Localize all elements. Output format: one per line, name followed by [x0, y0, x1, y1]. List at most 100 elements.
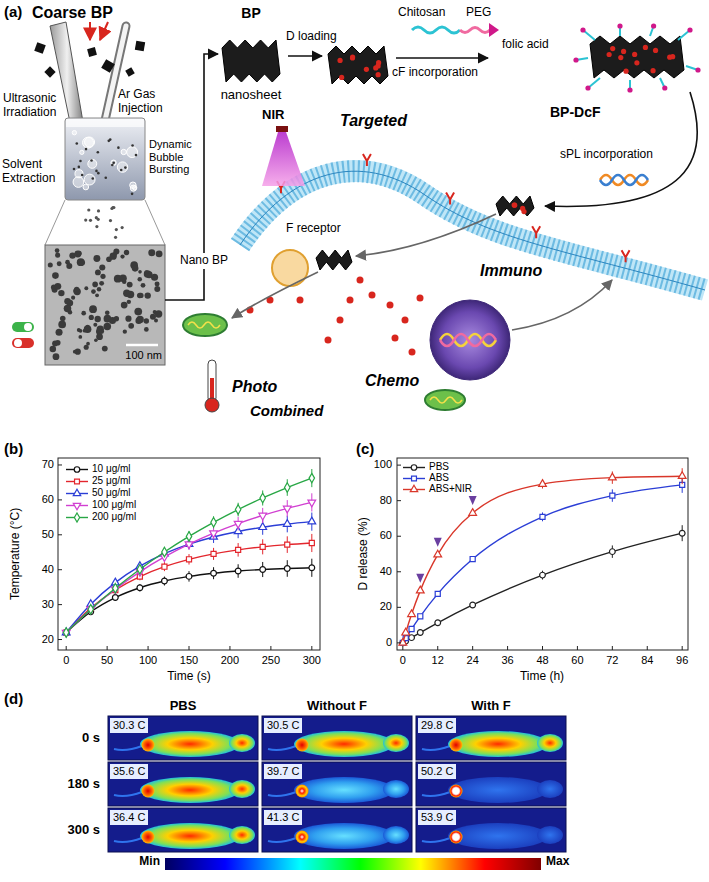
tem-particle: [144, 327, 149, 332]
data-line: [66, 502, 312, 632]
mechanism-label: Immuno: [480, 262, 542, 280]
nano-particle: [109, 138, 112, 141]
tick-mark: [270, 646, 271, 650]
nano-particle: [87, 208, 90, 211]
mouse-head: [383, 734, 409, 752]
mechanism-label: Combined: [250, 402, 323, 419]
tem-particle: [58, 321, 66, 329]
axis-tick: 300: [303, 654, 321, 667]
data-marker: [309, 565, 315, 571]
released-drug: [357, 277, 364, 284]
axis-tick: 84: [641, 654, 653, 667]
legend-marker: [74, 467, 80, 473]
data-marker: [679, 530, 685, 536]
mouse-head: [383, 780, 409, 798]
folate-end: [573, 57, 578, 62]
axis-title: Time (s): [167, 670, 211, 684]
tem-particle: [53, 353, 60, 360]
tumor-spot: [296, 831, 309, 844]
data-marker: [409, 626, 414, 631]
red-arrow: [89, 22, 91, 40]
tem-particle: [68, 310, 72, 314]
tem-particle: [124, 250, 129, 255]
drug-dot: [643, 45, 648, 50]
drug-dot: [350, 54, 355, 59]
temperature-readout: 53.9 C: [418, 810, 456, 825]
nano-particle: [109, 219, 112, 222]
scale-label: Max: [546, 855, 569, 869]
mouse-tail: [422, 746, 450, 750]
step-arrow: [288, 55, 322, 57]
tem-particle: [80, 260, 85, 265]
drug-dot: [623, 69, 628, 74]
data-marker: [211, 518, 216, 527]
data-marker: [260, 544, 265, 549]
step-label: sPL incorporation: [560, 148, 653, 162]
nano-particle: [111, 206, 114, 209]
tumor-spot: [142, 785, 155, 798]
thermal-image: 29.8 C: [416, 716, 566, 760]
tem-particle: [137, 277, 142, 282]
data-marker: [309, 473, 314, 482]
mitochondrion: [183, 314, 227, 336]
mechanism-label: Targeted: [340, 112, 407, 130]
folate-end: [662, 85, 667, 90]
data-marker: [236, 547, 241, 552]
component-label: PEG: [466, 6, 491, 20]
mouse-body: [140, 823, 240, 849]
mouse-body: [294, 823, 394, 849]
nano-particle: [89, 219, 92, 222]
tem-particle: [66, 263, 72, 269]
bubble: [80, 150, 84, 154]
axis-title: Temperature (°C): [9, 508, 23, 600]
folate-receptor: [446, 192, 454, 204]
mouse-body: [294, 731, 394, 757]
mechanism-label: Chemo: [365, 372, 419, 390]
tem-particle: [95, 293, 99, 297]
cell-membrane: [240, 171, 705, 290]
data-marker: [470, 602, 476, 608]
axis-tick: 50: [101, 654, 113, 667]
drug-dot: [512, 202, 517, 207]
axis-tick: 72: [606, 654, 618, 667]
data-marker: [211, 570, 217, 576]
released-drug: [392, 335, 399, 342]
tem-particle: [73, 350, 77, 354]
tick-mark: [542, 646, 543, 650]
axis-tick: 50: [42, 528, 54, 541]
nano-particle: [124, 166, 127, 169]
data-marker: [112, 595, 118, 601]
data-marker: [540, 572, 546, 578]
data-marker: [186, 557, 191, 562]
thermal-image: 50.2 C: [416, 762, 566, 806]
data-marker: [402, 628, 410, 635]
row-header: 300 s: [67, 823, 100, 838]
tick-mark: [682, 646, 683, 650]
thermal-background: [416, 762, 566, 806]
data-marker: [399, 638, 407, 645]
liquid-surface: [66, 119, 144, 127]
tem-particle: [79, 329, 83, 333]
tem-image: [45, 245, 165, 365]
tem-particle: [119, 275, 127, 283]
thermal-image: 41.3 C: [262, 808, 412, 852]
tem-particle: [55, 340, 61, 346]
process-label: Ar Gas Injection: [118, 88, 180, 116]
axis-tick: 0: [63, 654, 69, 667]
tem-particle: [121, 302, 128, 309]
mouse-head: [537, 734, 563, 752]
data-marker: [609, 549, 615, 555]
nano-particle: [91, 177, 94, 180]
chitosan-chain: [412, 27, 460, 33]
data-marker: [539, 480, 547, 487]
axis-tick: 48: [536, 654, 548, 667]
panel-letter: (d): [4, 690, 23, 707]
nano-particle: [75, 142, 78, 145]
plot-frame: [58, 458, 320, 650]
bubble: [84, 174, 95, 185]
released-drug: [387, 302, 394, 309]
mouse-body: [448, 823, 548, 849]
tem-particle: [114, 316, 119, 321]
